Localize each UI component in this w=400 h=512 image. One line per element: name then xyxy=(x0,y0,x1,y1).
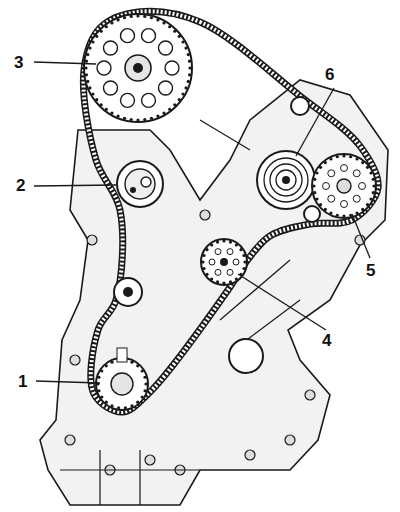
leader-line xyxy=(34,62,96,64)
callout-number: 1 xyxy=(18,373,27,390)
tensioner-roller xyxy=(117,161,163,207)
leader-line xyxy=(296,88,334,156)
timing-belt xyxy=(83,11,378,412)
small-roller xyxy=(291,97,309,115)
guide-pulley xyxy=(257,151,315,209)
callout-number: 5 xyxy=(366,262,375,279)
belt-teeth xyxy=(83,11,378,412)
bolt xyxy=(200,210,210,220)
callout-number: 4 xyxy=(322,332,331,349)
callout-number: 3 xyxy=(14,54,23,71)
callout-number: 2 xyxy=(16,177,25,194)
bolt xyxy=(70,355,80,365)
small-roller xyxy=(304,206,320,222)
bolt xyxy=(65,435,75,445)
crankshaft-sprocket xyxy=(96,348,148,410)
leader-line xyxy=(352,214,370,258)
bolt xyxy=(245,450,255,460)
leader-line xyxy=(34,185,116,186)
bolt xyxy=(87,235,97,245)
pump-sprocket xyxy=(312,154,376,218)
intermediate-sprocket xyxy=(201,239,247,285)
bolt xyxy=(145,455,155,465)
callout-number: 6 xyxy=(325,66,334,83)
water-pump-pulley xyxy=(229,339,263,373)
camshaft-sprocket xyxy=(84,14,192,122)
bolt xyxy=(285,435,295,445)
leader-line xyxy=(36,381,100,383)
bolt xyxy=(305,390,315,400)
leader-line xyxy=(238,274,326,330)
idler-roller xyxy=(114,278,142,306)
